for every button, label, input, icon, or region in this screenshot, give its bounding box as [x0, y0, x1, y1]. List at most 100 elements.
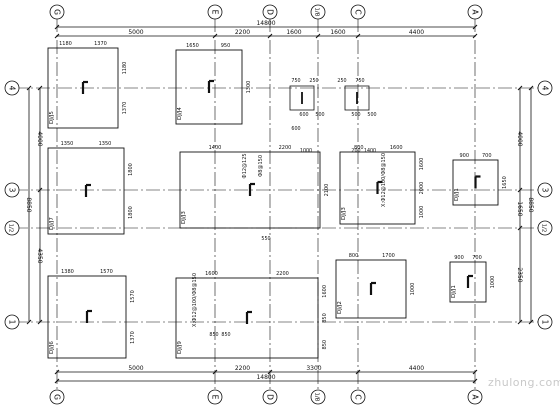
footing-dim-value: 900	[454, 255, 464, 261]
top-span-dim-tick	[267, 33, 273, 39]
footing-label: DJ/J3	[341, 207, 347, 220]
left-span-dim-value: 4000	[36, 131, 43, 146]
axis-label: 4	[541, 86, 550, 91]
bottom-overall-dim-tick	[54, 378, 60, 384]
axis-bubble	[262, 389, 278, 405]
top-overall-dim-tick	[54, 24, 60, 30]
top-span-dim-tick	[472, 33, 478, 39]
axis-label: 1	[541, 320, 550, 325]
axis-bubble	[207, 389, 223, 405]
small-dim-value: 500	[315, 112, 324, 118]
axis-bubble	[467, 389, 483, 405]
rebar-note: X:Ф12@100/Ф8@150	[381, 153, 387, 207]
axis-bubble	[467, 4, 483, 20]
footing-label: DJ/J6	[49, 341, 55, 354]
footing-outline	[47, 275, 127, 359]
top-span-dim-tick	[355, 33, 361, 39]
axis-bubble	[537, 314, 553, 330]
top-span-dim-value: 1600	[330, 29, 345, 36]
small-dim-value: 200	[351, 148, 360, 154]
axis-bubble	[310, 389, 326, 405]
rebar-note: X:Ф12@100/Ф8@150	[192, 273, 198, 327]
footing-dim-value: 1370	[94, 41, 107, 47]
small-dim-value: 850	[221, 332, 230, 338]
footing-dim-value: 1380	[61, 269, 74, 275]
right-overall-dim-tick	[528, 319, 534, 325]
small-dim-value: 1000	[300, 148, 312, 154]
right-span-dim-tick	[517, 85, 523, 91]
axis-bubble	[262, 4, 278, 20]
footing-dim-value: 1000	[419, 206, 425, 219]
footing-dim-value: 1650	[502, 176, 508, 189]
axis-bubble	[537, 182, 553, 198]
small-footing-outline	[289, 85, 315, 111]
top-span-dim-value: 2200	[235, 29, 250, 36]
axis-label: A	[471, 9, 480, 15]
axis-label: A	[471, 394, 480, 400]
footing-dim-value: 1370	[122, 102, 128, 115]
top-overall-dim-value: 14800	[256, 20, 275, 27]
grid-lines	[14, 18, 550, 390]
footing-dim-value: 2100	[324, 184, 330, 197]
small-dim-value: 1400	[364, 148, 376, 154]
footing-dim-value: 1350	[99, 141, 112, 147]
axis-label: G	[53, 394, 62, 400]
left-overall-dim-value: 8850	[25, 197, 32, 212]
top-span-dim-value: 5000	[128, 29, 143, 36]
footing-outline	[339, 151, 416, 225]
footing-dim-value: 850	[322, 340, 328, 350]
small-dim-value: 550	[261, 236, 270, 242]
axis-label: 1/2	[541, 224, 547, 233]
top-span-dim-tick	[54, 33, 60, 39]
footing-dim-value: 1800	[128, 163, 134, 176]
right-overall-dim-value: 8850	[527, 197, 534, 212]
footing-dim-value: 1180	[122, 62, 128, 75]
axis-bubble	[310, 4, 326, 20]
left-span-dim-tick	[37, 85, 43, 91]
footing-label: DJ/J1	[454, 188, 460, 201]
axis-label: C	[354, 9, 363, 14]
footing-dim-value: 800	[354, 145, 364, 151]
footing-dim-value: 2000	[419, 182, 425, 195]
top-overall-dim-tick	[472, 24, 478, 30]
footing-outline	[452, 159, 499, 206]
axis-label: 1/B	[314, 392, 320, 401]
axis-bubble	[207, 4, 223, 20]
rebar-note: Ф8@150	[258, 155, 264, 177]
bottom-span-dim-tick	[54, 369, 60, 375]
footing-dim-value: 1300	[246, 81, 252, 94]
footing-dim-value: 700	[472, 255, 482, 261]
footing-outline	[179, 151, 321, 229]
footing-outline	[335, 259, 407, 319]
right-span-dim-tick	[517, 225, 523, 231]
footing-outline	[449, 261, 487, 303]
axis-bubble	[4, 182, 20, 198]
bottom-span-dim-value: 2200	[235, 365, 250, 372]
axis-label: G	[53, 9, 62, 15]
dimension-lines	[26, 24, 534, 384]
small-footing-outline	[344, 85, 370, 111]
small-dim-value: 600	[291, 126, 300, 132]
top-span-dim-value: 1600	[286, 29, 301, 36]
footing-dim-value: 1350	[61, 141, 74, 147]
bottom-overall-dim-value: 14800	[256, 374, 275, 381]
footing-label: DJ/J7	[49, 217, 55, 230]
axis-label: 4	[8, 86, 17, 91]
footing-dim-value: 1650	[186, 43, 199, 49]
footing-dim-value: 1000	[490, 276, 496, 289]
footing-dim-value: 800	[349, 253, 359, 259]
right-span-dim-tick	[517, 319, 523, 325]
footing-dim-value: 950	[221, 43, 231, 49]
footing-dim-value: 1000	[410, 283, 416, 296]
watermark-text: zhulong.com	[488, 376, 560, 389]
footing-dim-value: 700	[482, 153, 492, 159]
footing-dim-value: 1570	[100, 269, 113, 275]
axis-label: 3	[541, 188, 550, 193]
axis-label: E	[211, 395, 220, 400]
small-dim-value: 600	[299, 112, 308, 118]
footing-dim-value: 1570	[130, 290, 136, 303]
